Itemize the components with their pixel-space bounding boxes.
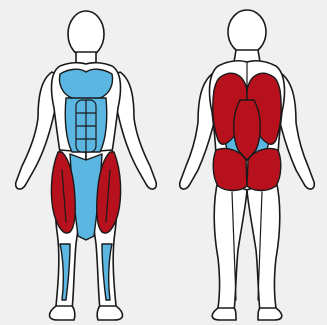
- back-leg-left: [214, 180, 247, 315]
- front-head: [68, 11, 104, 57]
- back-leg-right: [247, 180, 280, 315]
- back-head: [228, 10, 266, 54]
- back-gluteus-left: [213, 148, 247, 190]
- front-foot-right: [97, 306, 122, 320]
- front-pectoralis: [60, 69, 113, 100]
- front-rectus-abdominis: [76, 100, 96, 152]
- back-foot-left: [212, 308, 236, 320]
- back-gluteus-right: [247, 148, 281, 190]
- back-foot-right: [258, 308, 282, 320]
- back-figure: [180, 10, 315, 320]
- front-foot-left: [50, 306, 75, 320]
- front-figure: [16, 11, 157, 320]
